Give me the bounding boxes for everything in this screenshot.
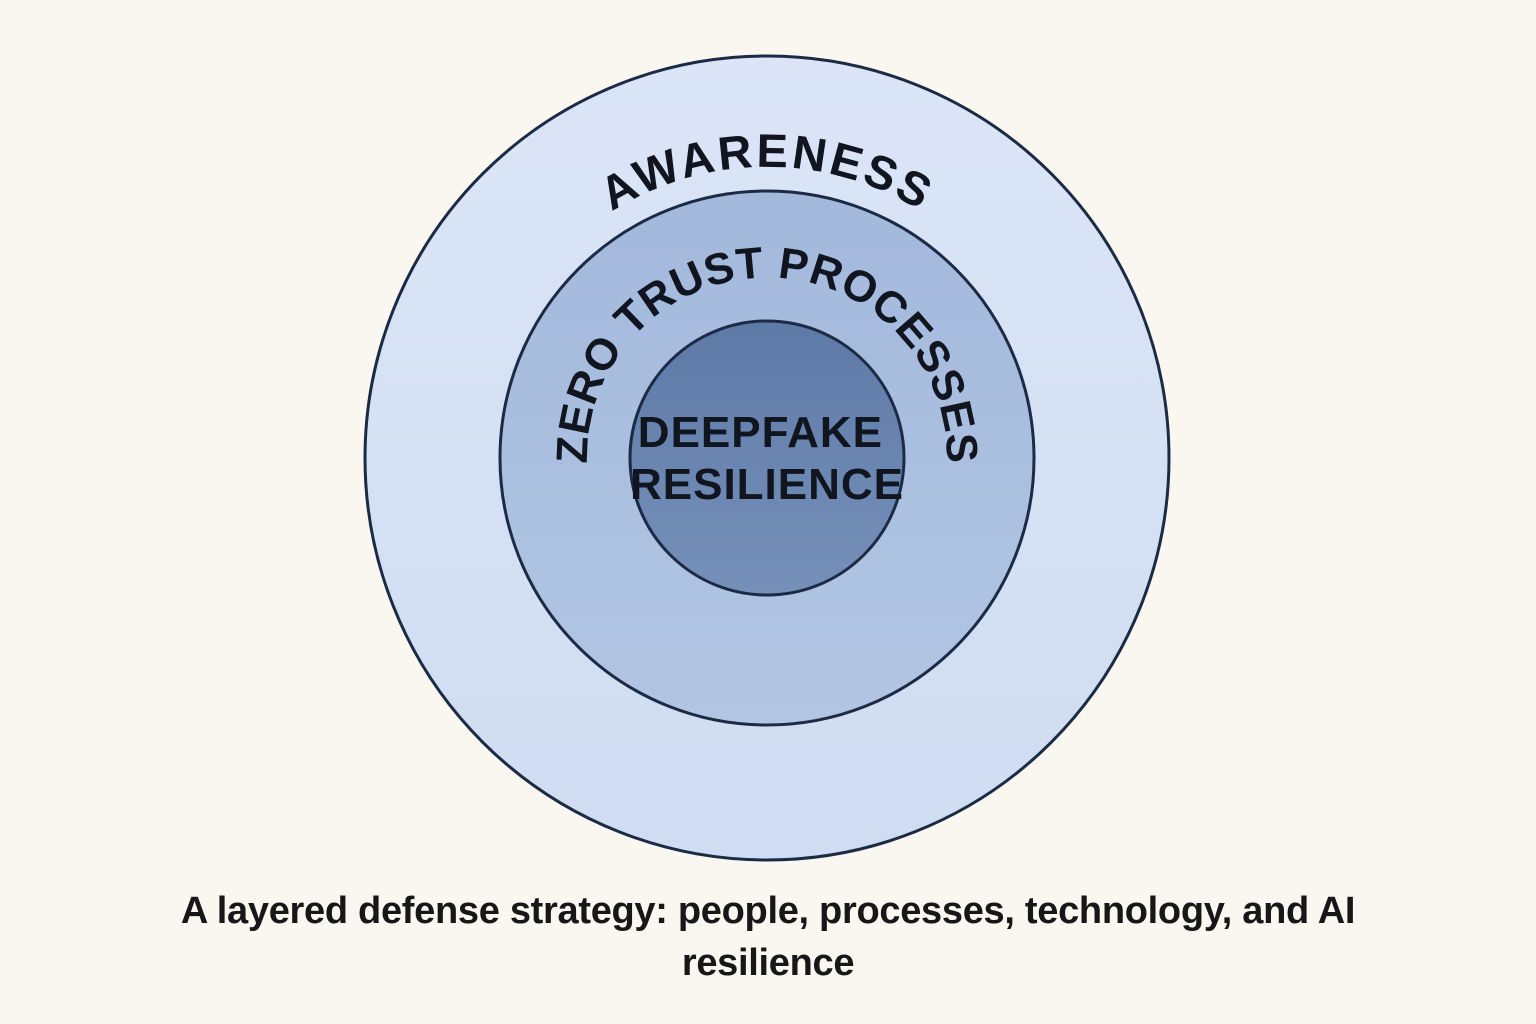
caption-line-1: A layered defense strategy: people, proc… — [180, 890, 1356, 932]
deepfake-label-line2: RESILIENCE — [630, 460, 904, 509]
deepfake-label-line1: DEEPFAKE — [638, 408, 883, 457]
deepfake-resilience-center-label: DEEPFAKE RESILIENCE — [630, 408, 904, 509]
caption-line-2: resilience — [681, 941, 855, 984]
inner-circle-deepfake-resilience — [628, 319, 906, 597]
diagram-caption: A layered defense strategy: people, proc… — [0, 886, 1536, 989]
